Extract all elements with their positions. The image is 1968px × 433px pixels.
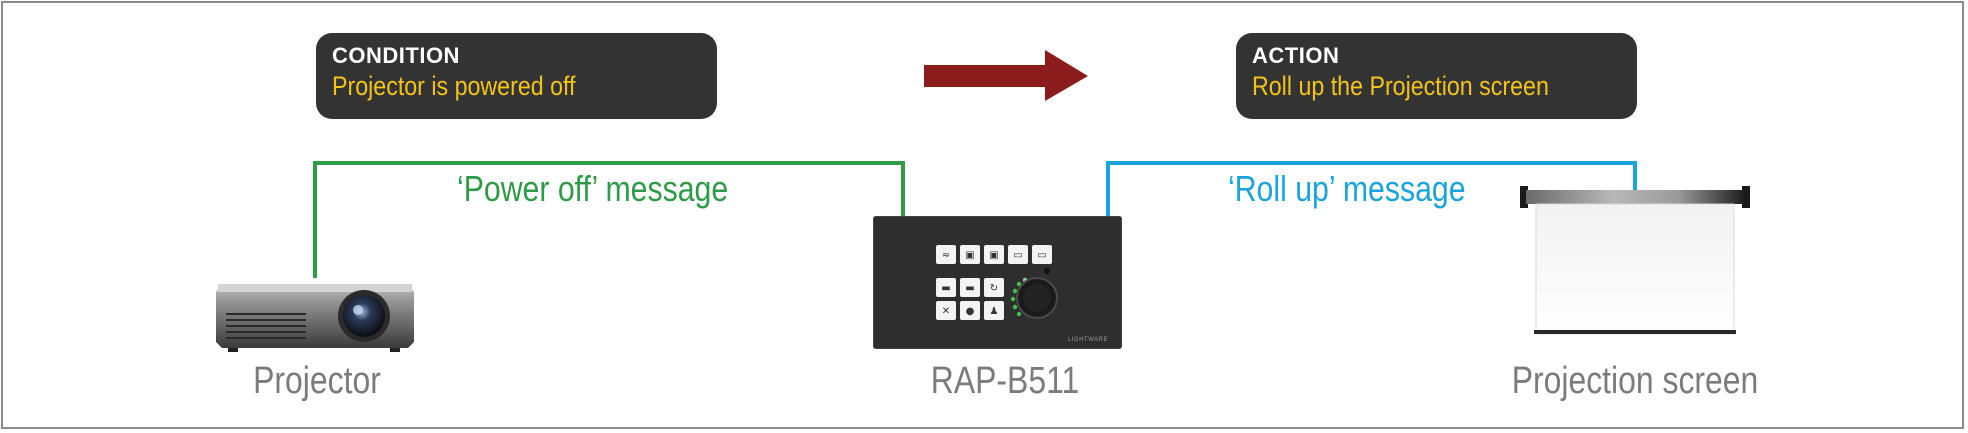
svg-text:↻: ↻ — [990, 283, 998, 294]
projector-label: Projector — [253, 360, 381, 402]
power-off-line — [313, 161, 905, 278]
svg-text:▣: ▣ — [989, 250, 998, 261]
rap-b511-panel: ≈ ▣ ▣ ▭ ▭ ▬ ▬ ↻ ✕ ● ♟ LIGHTWARE — [873, 216, 1122, 349]
svg-text:▬: ▬ — [941, 283, 950, 294]
svg-text:♟: ♟ — [990, 306, 999, 317]
svg-text:≈: ≈ — [942, 250, 950, 261]
svg-text:▭: ▭ — [1037, 250, 1046, 261]
action-box: ACTION Roll up the Projection screen — [1236, 33, 1637, 119]
svg-text:●: ● — [966, 306, 975, 317]
projector-icon — [216, 284, 414, 352]
lightware-logo: LIGHTWARE — [1068, 337, 1108, 343]
roll-up-message-label: ‘Roll up’ message — [1228, 168, 1466, 209]
condition-box: CONDITION Projector is powered off — [316, 33, 717, 119]
condition-title: CONDITION — [332, 43, 460, 68]
roll-up-line — [1106, 161, 1637, 218]
projection-screen-label: Projection screen — [1511, 360, 1759, 402]
power-off-message-label: ‘Power off’ message — [457, 168, 729, 209]
svg-text:▣: ▣ — [965, 250, 974, 261]
condition-text: Projector is powered off — [332, 71, 576, 101]
rap-b511-label: RAP-B511 — [930, 360, 1080, 402]
projection-screen-icon — [1520, 186, 1750, 335]
svg-text:▭: ▭ — [1013, 250, 1022, 261]
action-title: ACTION — [1252, 43, 1340, 68]
flow-arrow — [924, 50, 1088, 101]
action-text: Roll up the Projection screen — [1252, 71, 1549, 101]
svg-text:✕: ✕ — [942, 306, 950, 317]
svg-text:▬: ▬ — [965, 283, 974, 294]
rap-b511-icon: ≈ ▣ ▣ ▭ ▭ ▬ ▬ ↻ ✕ ● ♟ — [936, 245, 1058, 320]
